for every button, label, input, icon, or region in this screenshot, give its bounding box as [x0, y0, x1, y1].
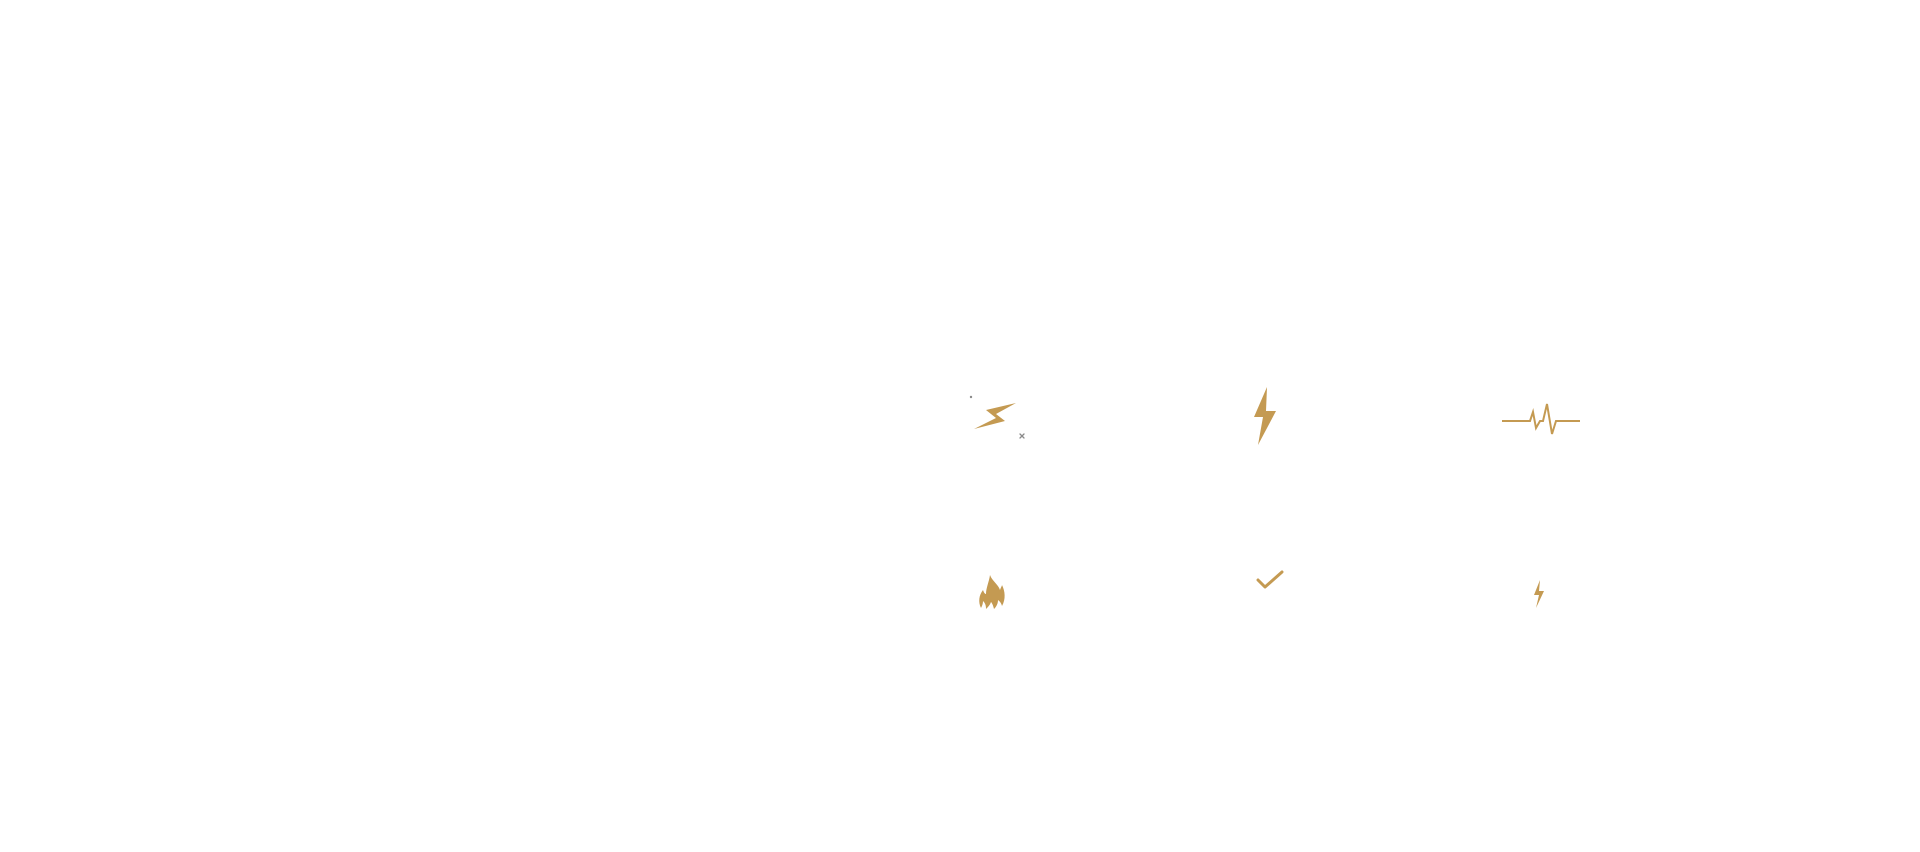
flame-icon[interactable] — [978, 575, 1006, 609]
checkmark-icon[interactable] — [1256, 570, 1284, 590]
lightning-bolt-icon[interactable] — [1252, 387, 1278, 445]
heartbeat-pulse-icon[interactable] — [1502, 400, 1580, 440]
small-lightning-icon[interactable] — [1532, 580, 1546, 608]
lightning-zigzag-icon[interactable] — [968, 394, 1028, 442]
